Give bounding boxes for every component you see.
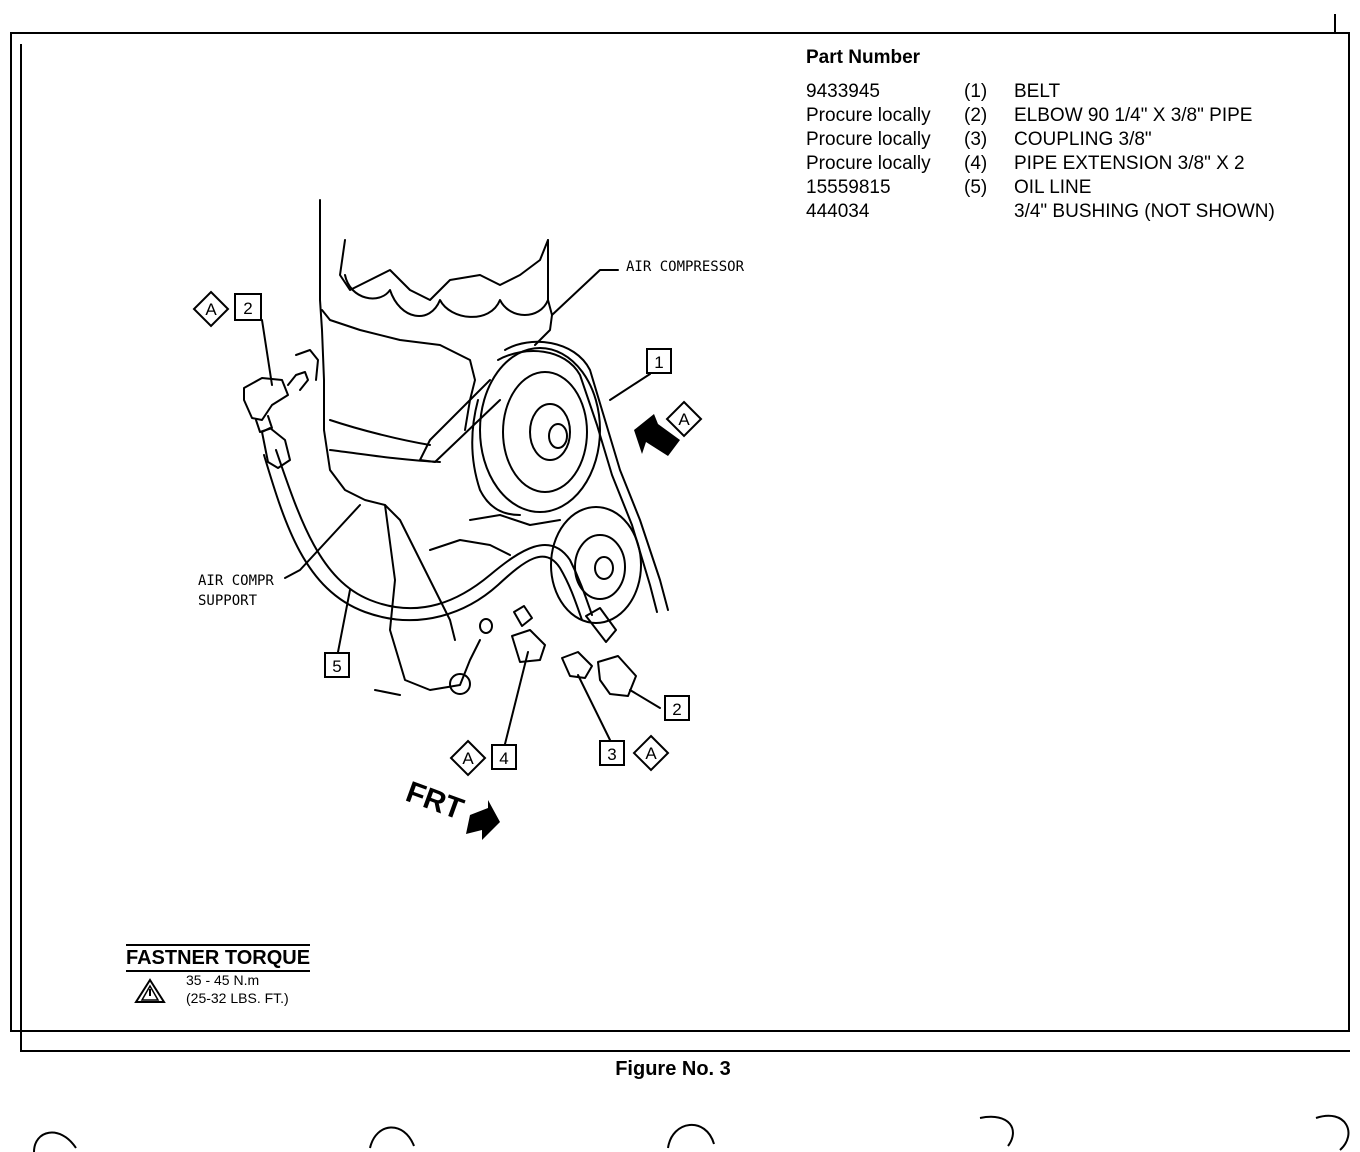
coupling-fitting bbox=[561, 651, 593, 679]
binder-holes bbox=[33, 1114, 1350, 1152]
part-row: 444034 3/4" BUSHING (NOT SHOWN) bbox=[806, 200, 1326, 224]
label-air-compr-support-line1: AIR COMPR bbox=[198, 573, 274, 589]
part-description-cell: ELBOW 90 1/4" X 3/8" PIPE bbox=[1014, 105, 1253, 126]
callout-oil-line: 5 bbox=[324, 652, 350, 678]
compressor-cylinders bbox=[344, 274, 549, 318]
callout-belt-number: 1 bbox=[654, 353, 663, 372]
compressor-top bbox=[339, 239, 549, 301]
binder-hole-4 bbox=[979, 1115, 1014, 1147]
binder-hole-2 bbox=[369, 1126, 415, 1149]
part-number-cell: Procure locally bbox=[806, 105, 931, 126]
callout-elbow-lower: 2 bbox=[664, 695, 690, 721]
callout-elbow-upper-number: 2 bbox=[243, 299, 252, 318]
part-index-cell: (1) bbox=[964, 81, 988, 102]
idler-pulley-inner bbox=[574, 534, 626, 600]
callout-oil-line-number: 5 bbox=[332, 657, 341, 676]
part-row: Procure locally (3) COUPLING 3/8" bbox=[806, 128, 1326, 152]
leader-belt bbox=[609, 373, 651, 401]
binder-hole-5 bbox=[1315, 1114, 1350, 1151]
fastener-torque-box: FASTNER TORQUE 35 - 45 N.m (25-32 LBS. F… bbox=[126, 944, 366, 1012]
leader-oil-line bbox=[337, 589, 351, 653]
figure-frame bbox=[10, 32, 1350, 1032]
oil-line-hose bbox=[275, 449, 593, 616]
arrow-front bbox=[466, 800, 500, 840]
fastener-torque-title: FASTNER TORQUE bbox=[126, 944, 311, 972]
torque-diamond-elbow-upper: A bbox=[192, 290, 230, 328]
leader-extension bbox=[504, 651, 529, 745]
callout-extension: 4 bbox=[491, 744, 517, 770]
arrow-belt-torque bbox=[634, 414, 680, 456]
elbow-upper-fitting bbox=[243, 377, 289, 421]
callout-belt: 1 bbox=[646, 348, 672, 374]
binder-hole-1 bbox=[33, 1131, 77, 1152]
torque-diamond-extension: A bbox=[449, 739, 487, 777]
leader-support bbox=[284, 504, 361, 579]
compressor-right-edge bbox=[534, 239, 553, 346]
part-description-cell: OIL LINE bbox=[1014, 177, 1092, 198]
compressor-pulley-mid bbox=[502, 371, 588, 493]
compressor-pulley-outer bbox=[479, 347, 601, 513]
part-description-cell: 3/4" BUSHING (NOT SHOWN) bbox=[1014, 201, 1275, 222]
label-air-compr-support-line2: SUPPORT bbox=[198, 593, 258, 609]
torque-diamond-belt-letter: A bbox=[678, 410, 690, 429]
torque-diamond-elbow-upper-letter: A bbox=[205, 300, 217, 319]
part-number-cell: 444034 bbox=[806, 201, 870, 222]
part-number-cell: 9433945 bbox=[806, 81, 880, 102]
callout-elbow-lower-number: 2 bbox=[672, 700, 681, 719]
torque-diamond-coupling-letter: A bbox=[645, 744, 657, 763]
part-number-cell: Procure locally bbox=[806, 153, 931, 174]
part-description-cell: BELT bbox=[1014, 81, 1061, 102]
part-number-cell: Procure locally bbox=[806, 129, 931, 150]
torque-diamond-coupling: A bbox=[632, 734, 670, 772]
compressor-pulley-inner bbox=[529, 403, 571, 461]
warning-triangle-icon bbox=[134, 978, 166, 1003]
support-bracket bbox=[384, 504, 481, 691]
leader-coupling bbox=[577, 674, 611, 741]
label-air-compressor: AIR COMPRESSOR bbox=[626, 259, 745, 275]
figure-frame-shadow bbox=[20, 44, 1350, 1052]
part-index-cell: (2) bbox=[964, 105, 988, 126]
part-index-cell: (5) bbox=[964, 177, 988, 198]
part-row: Procure locally (4) PIPE EXTENSION 3/8" X … bbox=[806, 152, 1326, 176]
idler-pulley-outer bbox=[550, 506, 642, 624]
fastener-torque-body: 35 - 45 N.m (25-32 LBS. FT.) bbox=[126, 972, 366, 1012]
label-front: FRT bbox=[402, 776, 468, 827]
pipe-extension-fitting bbox=[511, 629, 546, 663]
part-description-cell: PIPE EXTENSION 3/8" X 2 bbox=[1014, 153, 1245, 174]
part-row: Procure locally (2) ELBOW 90 1/4" X 3/8" P… bbox=[806, 104, 1326, 128]
parts-table-rows: 9433945 (1) BELT Procure locally (2) ELBOW 90… bbox=[806, 80, 1326, 224]
frame-tick-mark bbox=[1334, 14, 1336, 34]
callout-extension-number: 4 bbox=[499, 749, 508, 768]
compressor-body bbox=[319, 199, 456, 641]
fastener-torque-imperial: (25-32 LBS. FT.) bbox=[186, 990, 289, 1006]
elbow-lower-fitting bbox=[597, 655, 637, 697]
figure-caption: Figure No. 3 bbox=[615, 1058, 731, 1080]
part-row: 15559815 (5) OIL LINE bbox=[806, 176, 1326, 200]
part-index-cell: (3) bbox=[964, 129, 988, 150]
part-number-cell: 15559815 bbox=[806, 177, 891, 198]
callout-elbow-upper: 2 bbox=[234, 293, 262, 321]
leader-elbow-upper bbox=[261, 319, 273, 386]
callout-coupling: 3 bbox=[599, 740, 625, 766]
parts-table-title: Part Number bbox=[806, 47, 921, 68]
fastener-torque-metric: 35 - 45 N.m bbox=[186, 972, 260, 988]
leader-elbow-lower bbox=[629, 689, 661, 709]
torque-diamond-extension-letter: A bbox=[462, 749, 474, 768]
part-index-cell: (4) bbox=[964, 153, 988, 174]
callout-coupling-number: 3 bbox=[607, 745, 616, 764]
part-row: 9433945 (1) BELT bbox=[806, 80, 1326, 104]
binder-hole-3 bbox=[667, 1124, 715, 1149]
part-description-cell: COUPLING 3/8" bbox=[1014, 129, 1152, 150]
drive-belt bbox=[504, 340, 669, 611]
torque-diamond-belt: A bbox=[665, 400, 703, 438]
